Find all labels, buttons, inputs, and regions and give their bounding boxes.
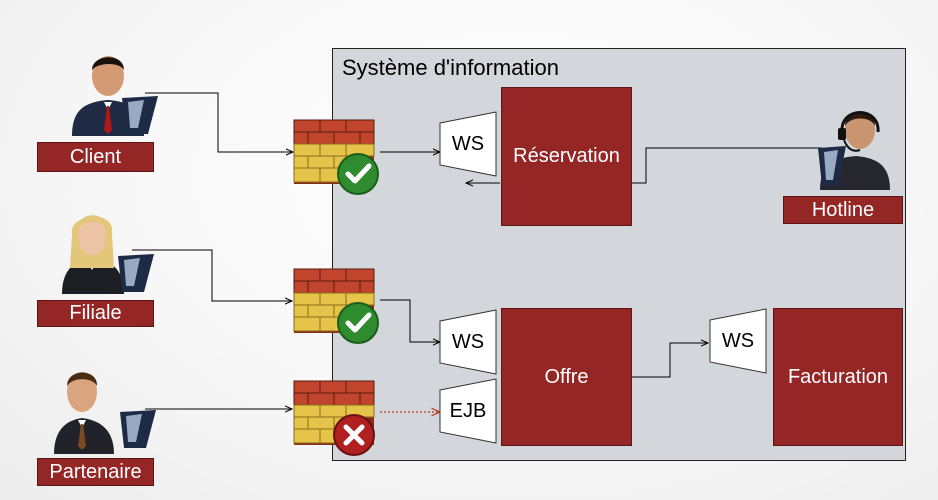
facturation-component: Facturation bbox=[773, 308, 903, 446]
client-label: Client bbox=[37, 142, 154, 172]
offre-to-ws-facturation-link bbox=[632, 343, 708, 378]
system-title: Système d'information bbox=[342, 55, 559, 80]
brick-wall-icon bbox=[293, 380, 375, 445]
check-badge-icon bbox=[337, 302, 379, 344]
brick-wall-icon bbox=[293, 119, 375, 184]
firewall-denied-partenaire bbox=[292, 375, 382, 462]
reservation-component: Réservation bbox=[501, 87, 632, 226]
check-badge-icon bbox=[337, 153, 379, 195]
firewall-allowed-client bbox=[292, 114, 382, 201]
ws-facturation-interface: WS bbox=[709, 308, 767, 374]
filiale-label: Filiale bbox=[37, 300, 154, 327]
partenaire-device-icon bbox=[120, 410, 156, 448]
partenaire-label: Partenaire bbox=[37, 458, 154, 486]
filiale-person-icon bbox=[58, 204, 158, 301]
ws-facturation-label: WS bbox=[721, 329, 755, 352]
ejb-offre-interface: EJB bbox=[439, 378, 497, 444]
filiale-device-icon bbox=[118, 254, 154, 292]
reservation-label: Réservation bbox=[513, 145, 620, 167]
hotline-label: Hotline bbox=[783, 196, 903, 224]
firewall-to-ws-offre-link bbox=[380, 299, 440, 342]
ws-reservation-label: WS bbox=[451, 132, 485, 155]
ws-reservation-interface: WS bbox=[439, 111, 497, 177]
client-person-icon bbox=[66, 48, 161, 143]
firewall-allowed-filiale bbox=[292, 263, 382, 350]
client-device-icon bbox=[122, 96, 158, 134]
ejb-offre-label: EJB bbox=[449, 399, 487, 422]
headset-icon bbox=[838, 111, 880, 152]
cross-badge-icon bbox=[333, 414, 375, 456]
partenaire-person-icon bbox=[52, 362, 160, 461]
ws-offre-label: WS bbox=[451, 330, 485, 353]
offre-label: Offre bbox=[544, 365, 589, 388]
offre-component: Offre bbox=[501, 308, 632, 446]
hotline-person-icon bbox=[814, 100, 894, 197]
filiale-to-firewall-link bbox=[132, 249, 292, 301]
facturation-label: Facturation bbox=[787, 365, 889, 388]
client-to-firewall-link bbox=[145, 92, 293, 152]
ws-offre-interface: WS bbox=[439, 309, 497, 375]
hotline-to-reservation-link bbox=[632, 147, 822, 184]
hotline-device-icon bbox=[818, 146, 846, 186]
